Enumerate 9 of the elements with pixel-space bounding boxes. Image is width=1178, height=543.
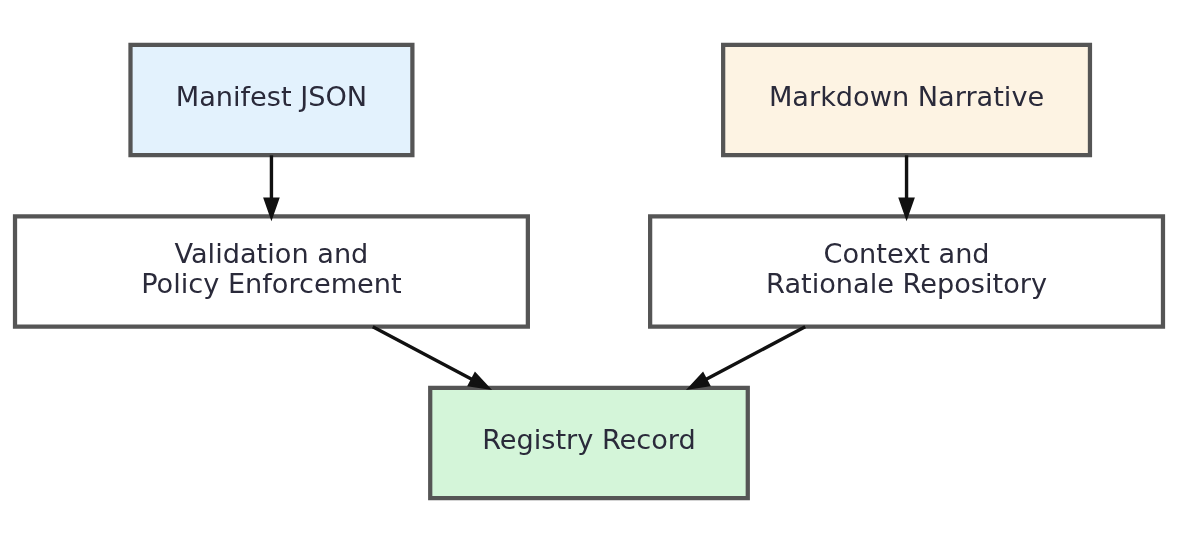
node-box: Validation and Policy Enforcement — [12, 214, 530, 329]
arrow — [372, 325, 493, 390]
node-box: Registry Record — [428, 385, 750, 501]
arrow — [685, 325, 806, 390]
node-box: Context and Rationale Repository — [648, 214, 1166, 329]
node-box: Manifest JSON — [128, 42, 415, 158]
arrow — [263, 155, 280, 222]
node-box: Markdown Narrative — [721, 42, 1093, 158]
arrow — [898, 155, 915, 222]
